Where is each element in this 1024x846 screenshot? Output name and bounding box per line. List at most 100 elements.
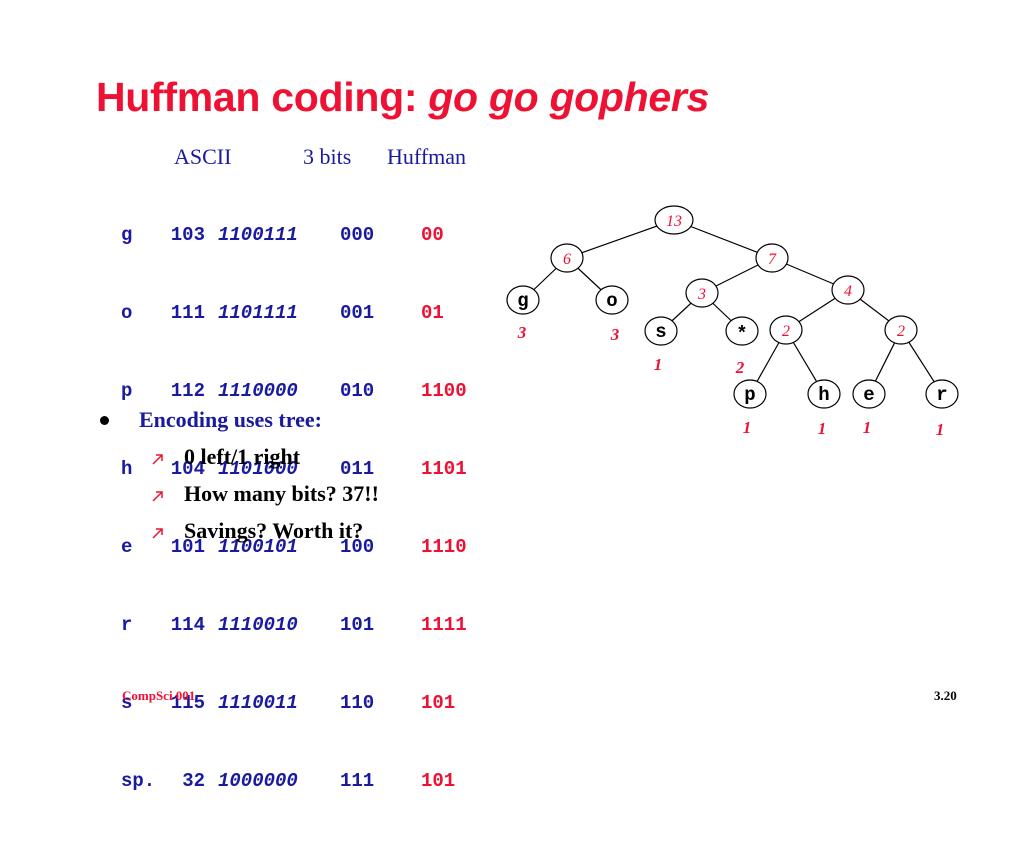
internal-weights: 13 6 7 3 4 2 2 <box>563 213 905 340</box>
leaf-p <box>733 379 767 409</box>
slide: Huffman coding: go go gophers ASCII 3 bi… <box>96 74 959 792</box>
table-row-binary: 1110000 <box>218 380 298 402</box>
table-row-char: g <box>121 224 133 246</box>
leaf-chars: g o s * p h e r <box>517 290 947 406</box>
title-main: Huffman coding: <box>96 74 418 120</box>
leaf-s <box>644 316 678 346</box>
table-row-binary: 1100101 <box>218 536 298 558</box>
arrow-up-right-icon <box>152 491 163 502</box>
leaf-o <box>595 285 629 315</box>
node-weight: 7 <box>768 251 777 268</box>
node-6 <box>550 243 584 273</box>
header-huffman: Huffman <box>387 144 467 169</box>
table-row-three-bits: 001 <box>340 302 375 324</box>
table-row-binary: 1110010 <box>218 614 298 636</box>
bullet-main: Encoding uses tree: <box>139 407 322 432</box>
table-row-three-bits: 000 <box>340 224 375 246</box>
leaf-h <box>807 379 841 409</box>
table-row-char: p <box>121 380 133 402</box>
tree-edges <box>522 219 943 395</box>
table-row-huffman: 00 <box>421 224 444 246</box>
node-7 <box>755 243 789 273</box>
leaf-r <box>925 379 959 409</box>
table-row-three-bits: 100 <box>340 536 375 558</box>
table-row-char: h <box>121 458 133 480</box>
leaf-char: p <box>744 384 755 406</box>
leaf-weight: 1 <box>863 418 872 437</box>
table-row-three-bits: 111 <box>340 770 375 792</box>
arrow-up-right-icon <box>152 528 163 539</box>
table-row-three-bits: 011 <box>340 458 375 480</box>
bullet-dot <box>100 416 109 425</box>
sub-bullet: Savings? Worth it? <box>184 518 364 543</box>
leaf-char: o <box>606 290 617 312</box>
leaf-weight: 1 <box>743 418 752 437</box>
table-row-ascii: 104 <box>170 458 205 480</box>
table-row-binary: 1101000 <box>218 458 298 480</box>
table-row-huffman: 101 <box>421 692 456 714</box>
leaf-weight: 2 <box>735 358 745 377</box>
leaf-char: e <box>863 384 874 406</box>
leaf-star <box>725 316 759 346</box>
table-row-char: r <box>121 614 133 636</box>
table-row-ascii: 101 <box>170 536 205 558</box>
leaf-e <box>852 379 886 409</box>
sub-bullet: How many bits? 37!! <box>184 481 379 506</box>
table-row-char: o <box>121 302 133 324</box>
sub-bullet: 0 left/1 right <box>184 444 301 469</box>
leaf-weight: 3 <box>610 325 620 344</box>
table-row-three-bits: 101 <box>340 614 375 636</box>
header-three-bits: 3 bits <box>303 144 352 169</box>
leaf-char: s <box>655 321 666 343</box>
node-2b <box>884 315 918 345</box>
table-row-ascii: 114 <box>170 614 205 636</box>
leaf-char: * <box>736 323 747 345</box>
table-row-binary: 1101111 <box>218 302 298 324</box>
table-row-huffman: 101 <box>421 770 456 792</box>
header-ascii: ASCII <box>174 144 232 169</box>
table-row-ascii: 112 <box>170 380 205 402</box>
node-weight: 6 <box>563 251 571 268</box>
table-row-binary: 1100111 <box>218 224 298 246</box>
footer-course: CompSci 001 <box>122 688 196 703</box>
table-row-ascii: 115 <box>170 692 205 714</box>
leaf-char: h <box>818 384 829 406</box>
leaf-weight: 1 <box>654 355 663 374</box>
leaf-weight: 3 <box>517 323 527 342</box>
node-weight: 3 <box>697 286 706 303</box>
node-13 <box>654 205 694 235</box>
table-row-ascii: 111 <box>170 302 205 324</box>
table-row-three-bits: 110 <box>340 692 375 714</box>
table-row-huffman: 1101 <box>421 458 467 480</box>
table-row-huffman: 01 <box>421 302 444 324</box>
node-weight: 13 <box>666 213 682 230</box>
leaf-char: r <box>936 384 947 406</box>
table-row-binary: 1000000 <box>218 770 298 792</box>
table-row-ascii: 103 <box>170 224 205 246</box>
table-row-three-bits: 010 <box>340 380 375 402</box>
table-row-binary: 1110011 <box>218 692 298 714</box>
leaf-char: g <box>517 290 528 312</box>
table-row-char: s <box>121 692 133 714</box>
node-weight: 2 <box>897 323 905 340</box>
ascii-column: 103 111 112 104 101 114 115 32 <box>161 170 205 846</box>
leaf-g <box>506 285 540 315</box>
table-row-huffman: 1110 <box>421 536 467 558</box>
leaf-weights: 3 3 1 2 1 1 1 1 <box>517 323 945 439</box>
leaf-weight: 1 <box>936 420 945 439</box>
table-row-huffman: 1100 <box>421 380 467 402</box>
footer-page-number: 3.20 <box>934 688 957 703</box>
node-4 <box>831 275 865 305</box>
leaf-weight: 1 <box>818 419 827 438</box>
slide-title: Huffman coding: go go gophers <box>96 74 709 121</box>
huffman-tree: 13 6 7 3 4 2 2 g o s * p h e r 3 3 1 2 1… <box>506 205 959 439</box>
tree-nodes <box>506 205 959 409</box>
edge-13-6 <box>566 219 675 259</box>
node-3 <box>685 278 719 308</box>
node-2a <box>769 315 803 345</box>
node-weight: 2 <box>782 323 790 340</box>
title-italic: go go gophers <box>428 74 710 120</box>
table-row-huffman: 1111 <box>421 614 467 636</box>
arrow-up-right-icon <box>152 454 163 465</box>
table-row-ascii: 32 <box>182 770 205 792</box>
